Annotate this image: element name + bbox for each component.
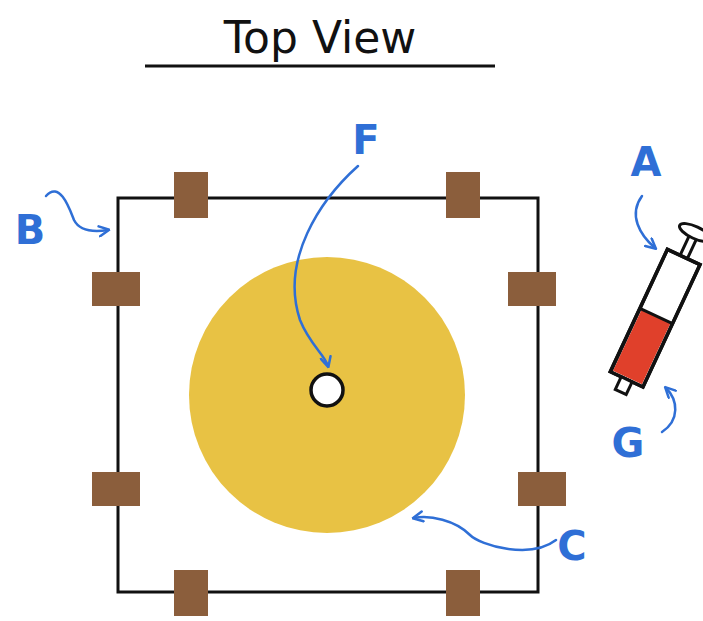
square-frame — [118, 198, 538, 592]
title-underline — [145, 65, 495, 68]
callout-letter: F — [352, 120, 379, 160]
leader-lines — [46, 166, 675, 550]
callout-letter: B — [15, 210, 46, 250]
yellow-disc — [189, 257, 465, 533]
diagram-title: Top View — [224, 16, 417, 60]
brown-tabs-front — [96, 180, 564, 610]
center-hole — [311, 374, 343, 406]
callout-letter: C — [557, 526, 586, 566]
callout-letter: G — [612, 423, 645, 463]
brown-tabs — [92, 172, 566, 616]
callout-letter: A — [631, 142, 662, 182]
